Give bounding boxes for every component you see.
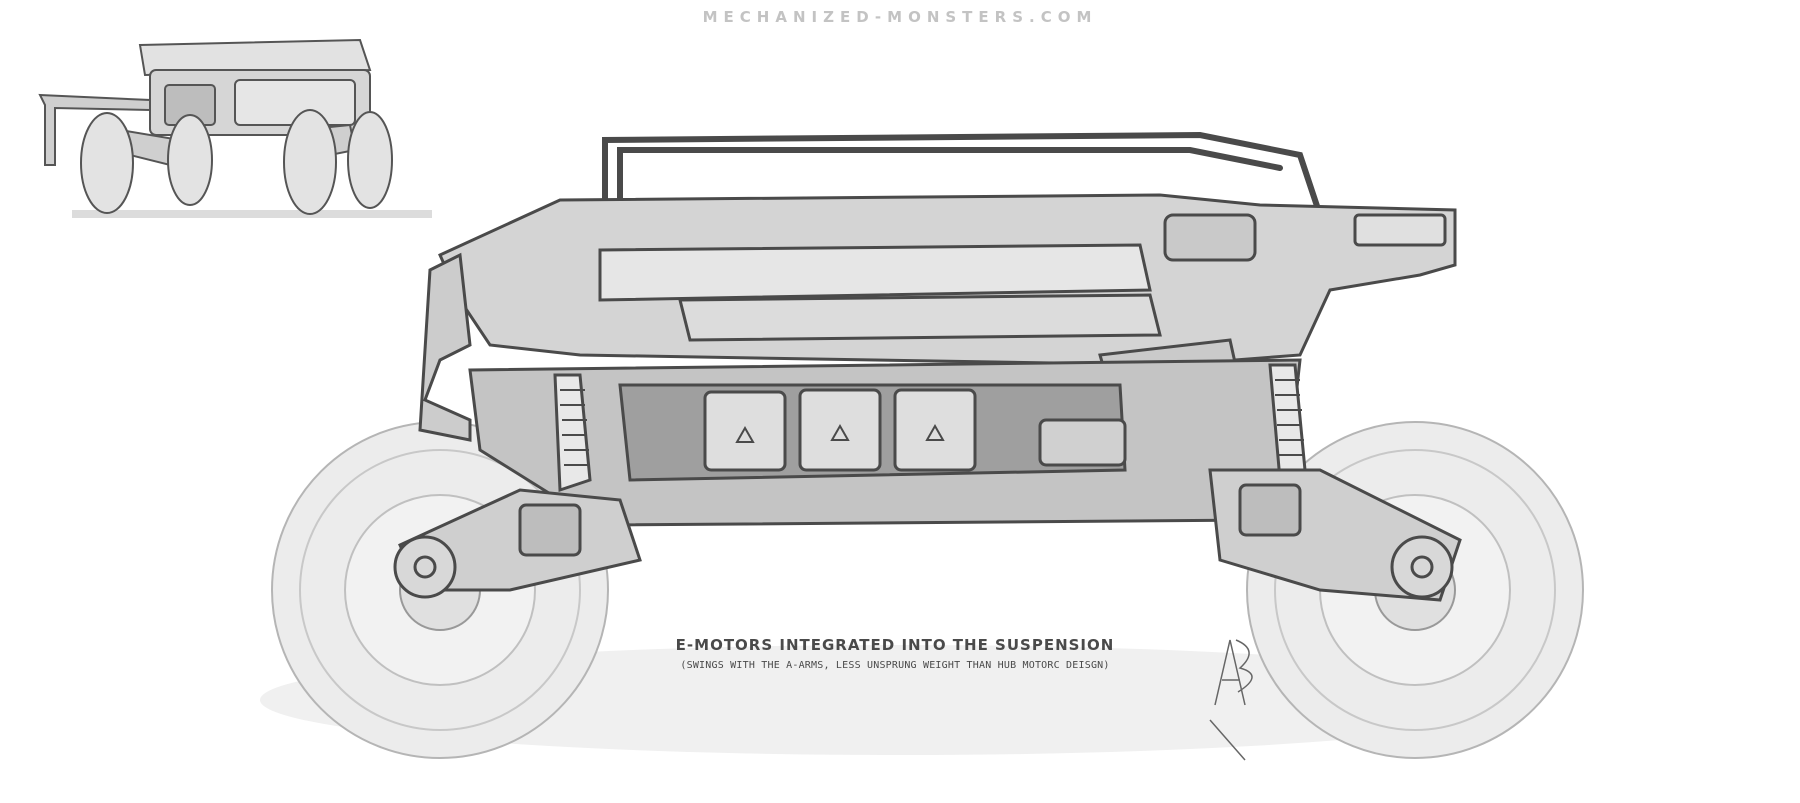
caption-title: E-MOTORS INTEGRATED INTO THE SUSPENSION — [675, 636, 1115, 654]
front-suspension — [1208, 363, 1462, 602]
rear-bumper — [418, 252, 472, 442]
battery-cell-2 — [798, 388, 882, 472]
battery-cell-3 — [893, 388, 977, 472]
rear-suspension — [393, 373, 642, 599]
battery-cell-1 — [703, 390, 787, 472]
thumbnail-sketch — [38, 38, 432, 218]
caption: E-MOTORS INTEGRATED INTO THE SUSPENSION … — [670, 636, 1120, 671]
artist-signature — [1209, 639, 1253, 761]
upper-body — [438, 193, 1457, 392]
roll-bar — [602, 131, 1323, 218]
caption-subtitle: (SWINGS WITH THE A-ARMS, LESS UNSPRUNG W… — [680, 660, 1110, 671]
battery-connector — [1038, 418, 1127, 467]
site-watermark: MECHANIZED-MONSTERS.COM — [702, 8, 1098, 26]
